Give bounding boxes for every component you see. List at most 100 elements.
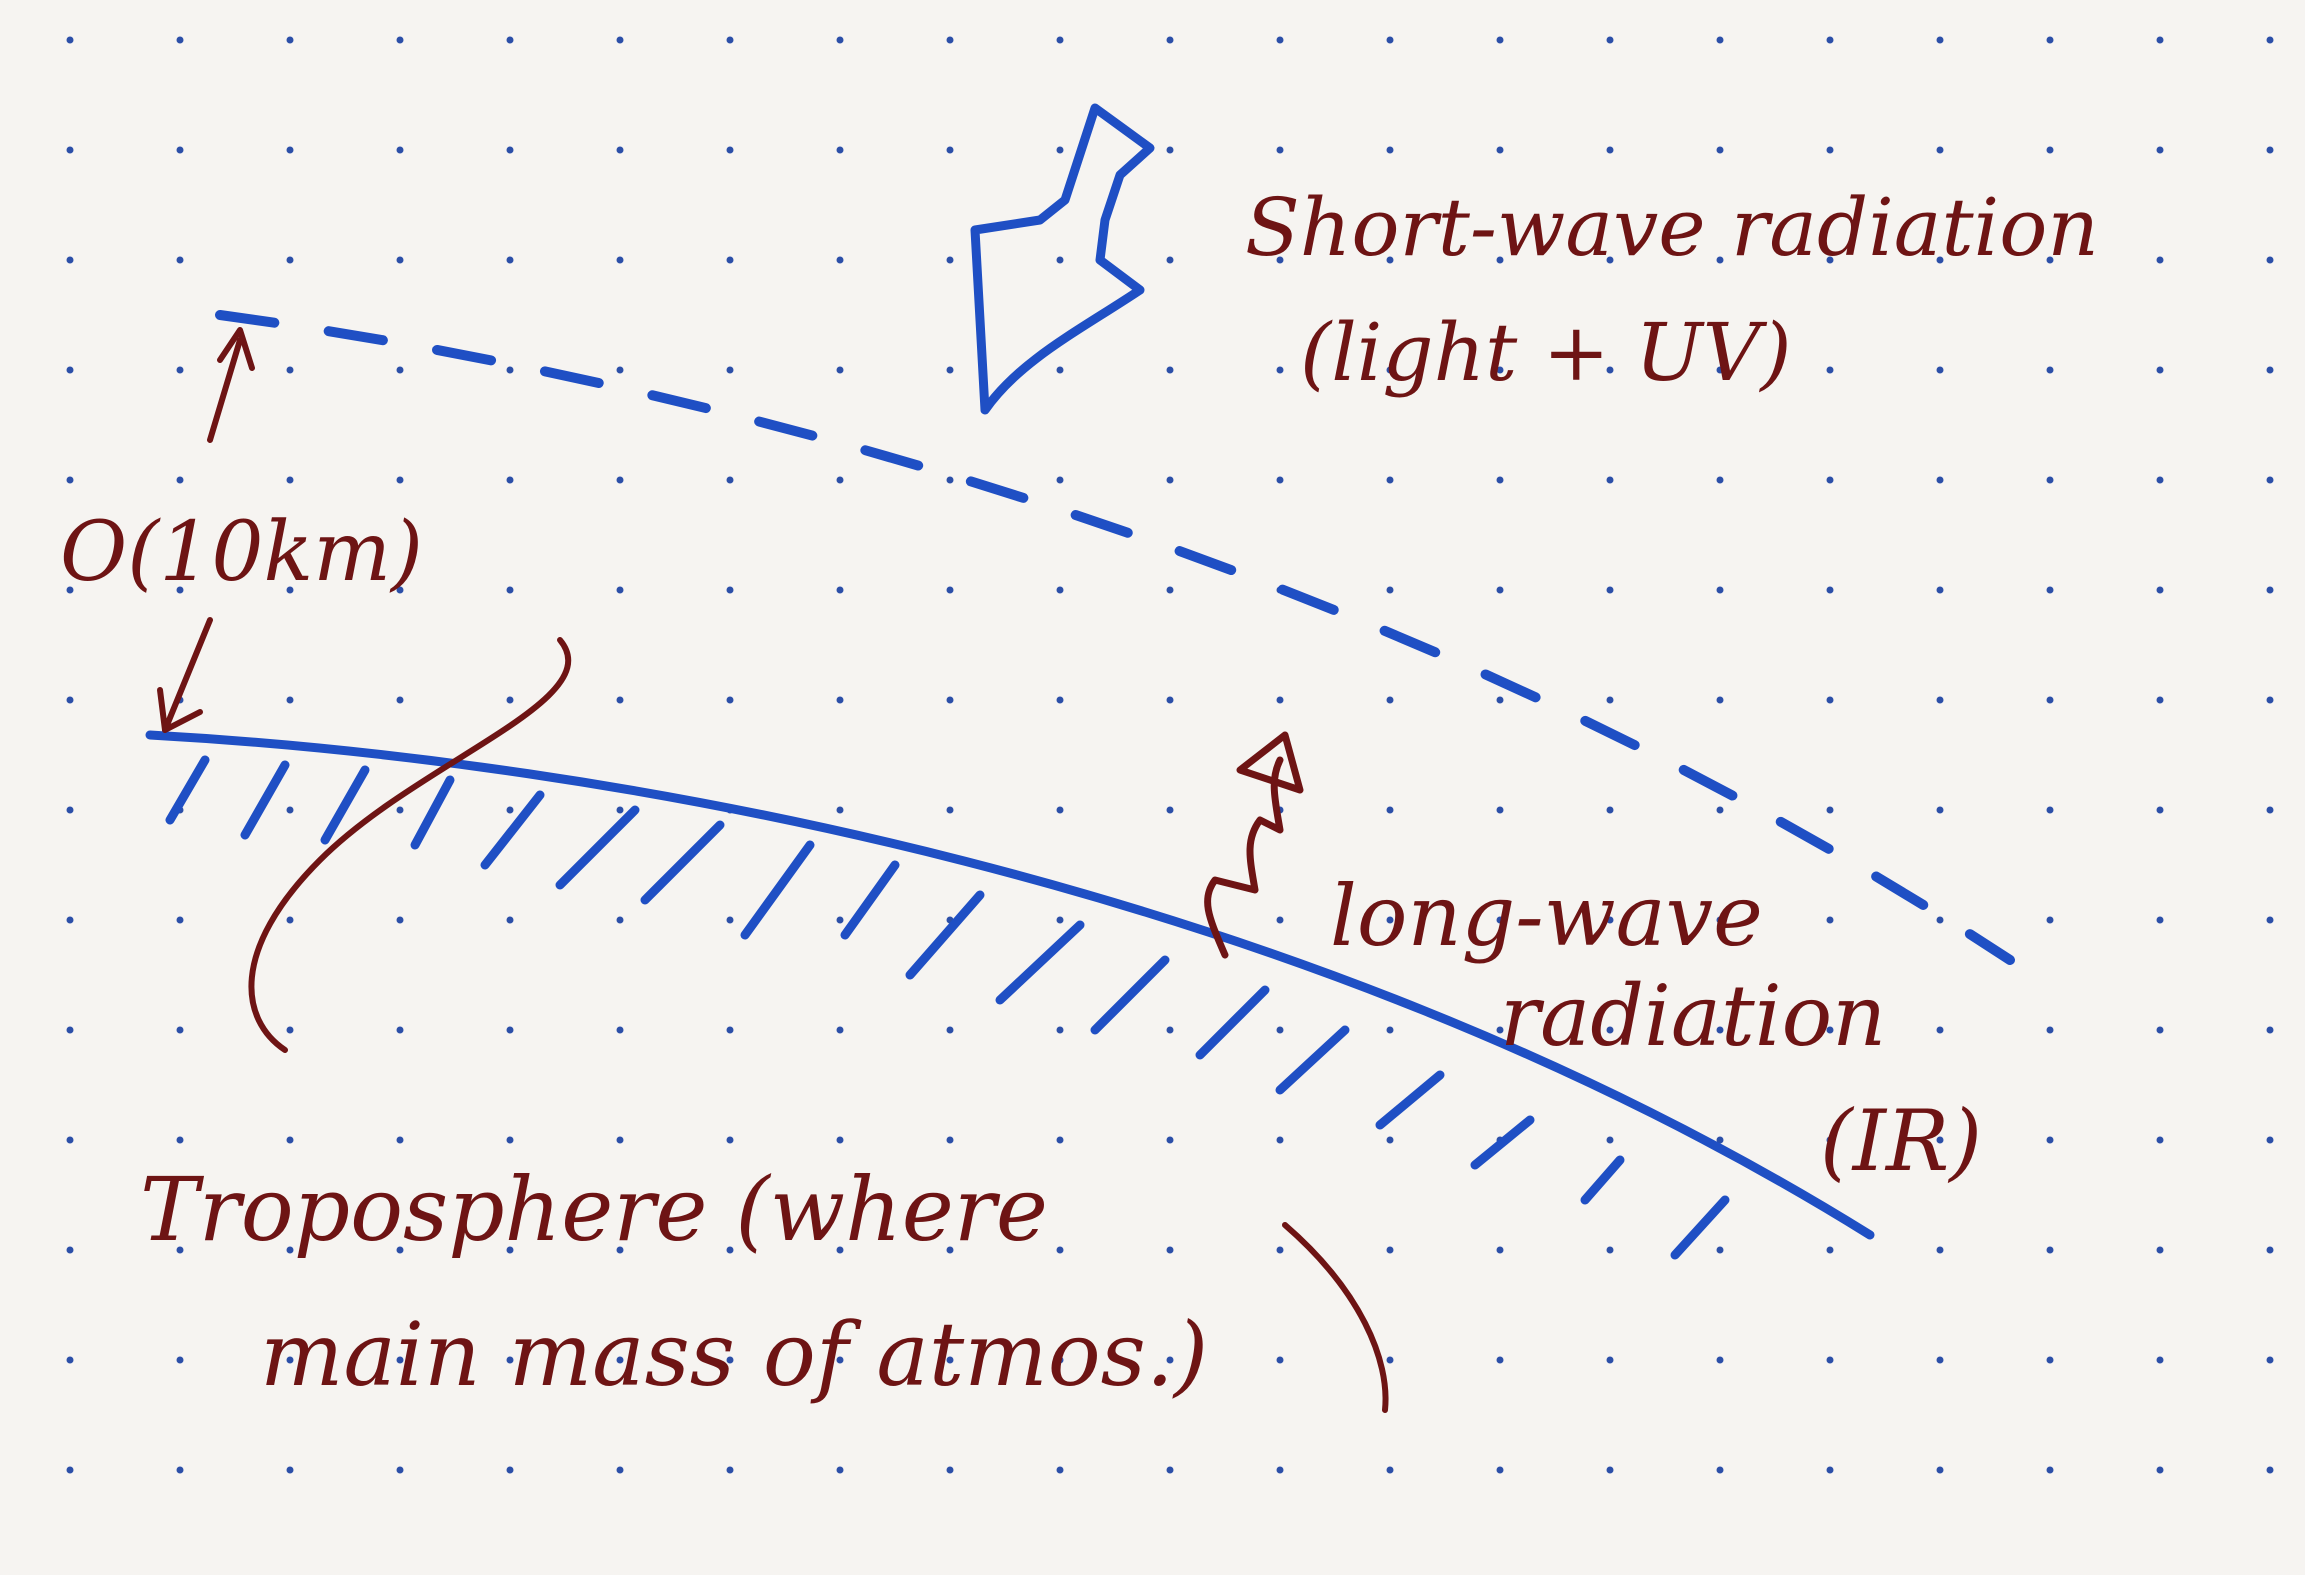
grid-dot (2156, 146, 2164, 154)
ground-hatching (165, 755, 1730, 1260)
grid-dot (946, 146, 954, 154)
grid-dot (1386, 476, 1394, 484)
grid-dot (946, 1356, 954, 1364)
short-wave-label-line1: Short-wave radiation (1245, 181, 2099, 274)
grid-dot (1826, 36, 1834, 44)
grid-dot (1276, 1136, 1284, 1144)
grid-dot (1056, 1356, 1064, 1364)
grid-dot (66, 146, 74, 154)
grid-dot (1496, 1246, 1504, 1254)
grid-dot (1496, 1356, 1504, 1364)
grid-dot (2156, 586, 2164, 594)
grid-dot (1716, 366, 1724, 374)
grid-dot (616, 146, 624, 154)
grid-dot (1936, 146, 1944, 154)
grid-dot (396, 146, 404, 154)
grid-dot (1056, 36, 1064, 44)
grid-dot (1716, 1136, 1724, 1144)
grid-dot (1936, 806, 1944, 814)
grid-dot (1936, 1246, 1944, 1254)
long-wave-label-line1: long-wave (1330, 867, 1763, 965)
grid-dot (1826, 1136, 1834, 1144)
grid-dot (616, 1466, 624, 1474)
grid-dot (2156, 916, 2164, 924)
grid-dot (2266, 36, 2274, 44)
grid-dot (1056, 256, 1064, 264)
earth-surface-line (145, 730, 1875, 1240)
grid-dot (1166, 146, 1174, 154)
grid-dot (836, 1026, 844, 1034)
grid-dot (1166, 1026, 1174, 1034)
grid-dot (1716, 806, 1724, 814)
grid-dot (286, 476, 294, 484)
troposphere-paren (1282, 1222, 1389, 1413)
grid-dot (1276, 366, 1284, 374)
grid-dot (1386, 36, 1394, 44)
grid-dot (176, 256, 184, 264)
grid-dot (1496, 366, 1504, 374)
grid-dot (1936, 256, 1944, 264)
grid-dot (726, 586, 734, 594)
grid-dot (66, 366, 74, 374)
grid-dot (1166, 256, 1174, 264)
grid-dot (1166, 1246, 1174, 1254)
grid-dot (1936, 1136, 1944, 1144)
grid-dot (506, 586, 514, 594)
grid-dot (2046, 36, 2054, 44)
grid-dot (66, 36, 74, 44)
grid-dot (2266, 1026, 2274, 1034)
tropopause-dashed-line (215, 310, 2015, 965)
grid-dot (1716, 476, 1724, 484)
grid-dot (1386, 696, 1394, 704)
grid-dot (946, 1026, 954, 1034)
grid-dot (286, 366, 294, 374)
grid-dot (616, 806, 624, 814)
grid-dot (1716, 256, 1724, 264)
grid-dot (2266, 696, 2274, 704)
grid-dot (176, 1356, 184, 1364)
grid-dot (1496, 146, 1504, 154)
grid-dot (1606, 1026, 1614, 1034)
grid-dot (176, 916, 184, 924)
grid-dot (66, 1136, 74, 1144)
grid-dot (726, 1136, 734, 1144)
grid-dot (1276, 1026, 1284, 1034)
grid-dot (1056, 586, 1064, 594)
grid-dot (1166, 696, 1174, 704)
grid-dot (2046, 1026, 2054, 1034)
grid-dot (616, 1356, 624, 1364)
grid-dot (176, 146, 184, 154)
grid-dot (616, 1246, 624, 1254)
grid-dot (2046, 146, 2054, 154)
grid-dot (1056, 1466, 1064, 1474)
grid-dot (1166, 36, 1174, 44)
grid-dot (396, 1246, 404, 1254)
grid-dot (66, 586, 74, 594)
grid-dot (1606, 476, 1614, 484)
grid-dot (286, 696, 294, 704)
grid-dot (176, 366, 184, 374)
grid-dot (616, 476, 624, 484)
grid-dot (2046, 586, 2054, 594)
grid-dot (286, 916, 294, 924)
grid-dot (726, 366, 734, 374)
grid-dot (2266, 586, 2274, 594)
grid-dot (396, 916, 404, 924)
grid-dot (1936, 36, 1944, 44)
grid-dot (1386, 256, 1394, 264)
grid-dot (836, 256, 844, 264)
grid-dot (1496, 36, 1504, 44)
long-wave-label-line3: (IR) (1820, 1092, 1982, 1190)
grid-dot (1606, 1356, 1614, 1364)
grid-dot (176, 1026, 184, 1034)
grid-dot (1056, 916, 1064, 924)
grid-dot (506, 36, 514, 44)
grid-dot (1386, 366, 1394, 374)
grid-dot (1056, 696, 1064, 704)
grid-dot (506, 256, 514, 264)
grid-dot (616, 916, 624, 924)
grid-dot (1826, 256, 1834, 264)
dot-grid (66, 36, 2274, 1474)
grid-dot (1056, 1136, 1064, 1144)
grid-dot (1716, 696, 1724, 704)
